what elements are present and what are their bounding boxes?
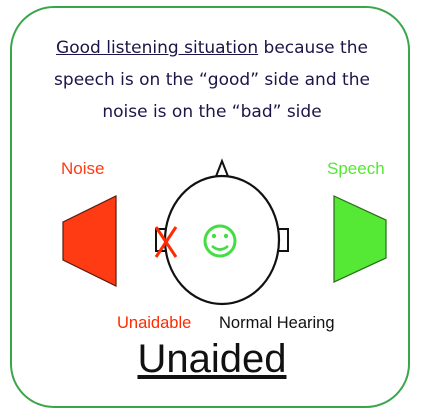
noise-label: Noise: [61, 159, 105, 178]
nose-icon: [214, 158, 230, 180]
unaidable-label: Unaidable: [117, 314, 192, 332]
head-outline: [163, 174, 281, 306]
description-line-1: Good listening situation because the: [28, 32, 396, 64]
card-border: [10, 6, 410, 408]
normal-hearing-label: Normal Hearing: [219, 314, 335, 332]
description-line-3: noise is on the “bad” side: [102, 102, 322, 122]
left-ear-icon: [155, 228, 168, 252]
description-line-2: speech is on the “good” side and the: [54, 70, 370, 90]
smiley-icon: [203, 224, 237, 258]
page-title: Unaided: [137, 337, 287, 381]
blocked-ear-x-icon: [154, 226, 178, 258]
speech-label: Speech: [327, 159, 385, 178]
description-rest: because the: [258, 38, 368, 58]
right-ear-icon: [276, 228, 289, 252]
description-text: Good listening situation because the spe…: [28, 32, 396, 128]
description-lead: Good listening situation: [56, 38, 259, 58]
noise-speaker-icon: [62, 195, 117, 287]
speech-speaker-icon: [333, 195, 387, 283]
